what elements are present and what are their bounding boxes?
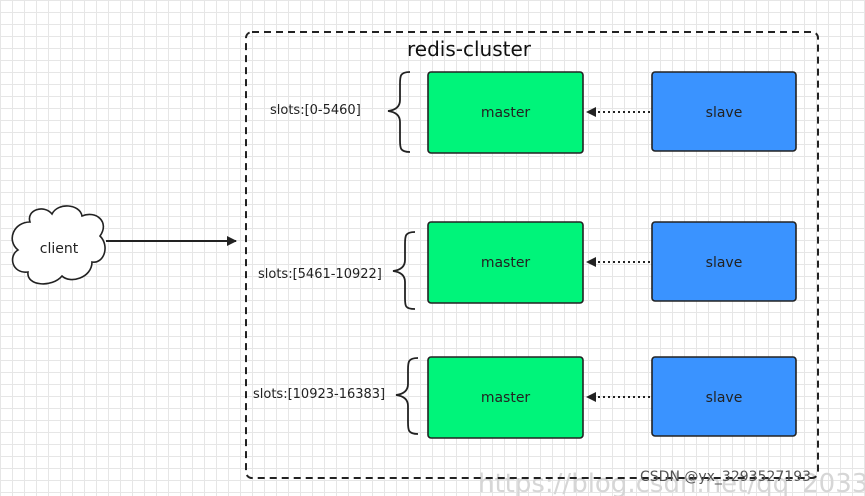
slot-label: slots:[5461-10922] [258,267,382,282]
watermark-text: CSDN @yx_3293527193 [640,469,811,485]
brace-icon [392,231,416,310]
brace-icon [395,357,419,435]
slave-node [651,221,797,302]
cluster-boundary [245,31,819,479]
client-label: client [40,241,79,257]
slave-label: slave [706,255,743,271]
slave-label: slave [706,105,743,121]
shard-3: slots:[10923-16383] master slave [253,356,797,439]
master-node [427,221,584,304]
cluster-title: redis-cluster [407,37,532,61]
slave-node [651,71,797,152]
brace-icon [387,71,411,153]
master-label: master [481,390,531,406]
slave-label: slave [706,390,743,406]
master-label: master [481,105,531,121]
master-label: master [481,255,531,271]
slave-node [651,356,797,437]
watermark-url: https://blog.csdn.net/qq_2033 [478,469,865,496]
shard-1: slots:[0-5460] master slave [270,71,797,154]
slot-label: slots:[10923-16383] [253,387,385,402]
cloud-icon [11,205,106,285]
slot-label: slots:[0-5460] [270,103,361,118]
client-node: client [11,205,106,285]
shard-2: slots:[5461-10922] master slave [258,221,797,310]
master-node [427,356,584,439]
master-node [427,71,584,154]
